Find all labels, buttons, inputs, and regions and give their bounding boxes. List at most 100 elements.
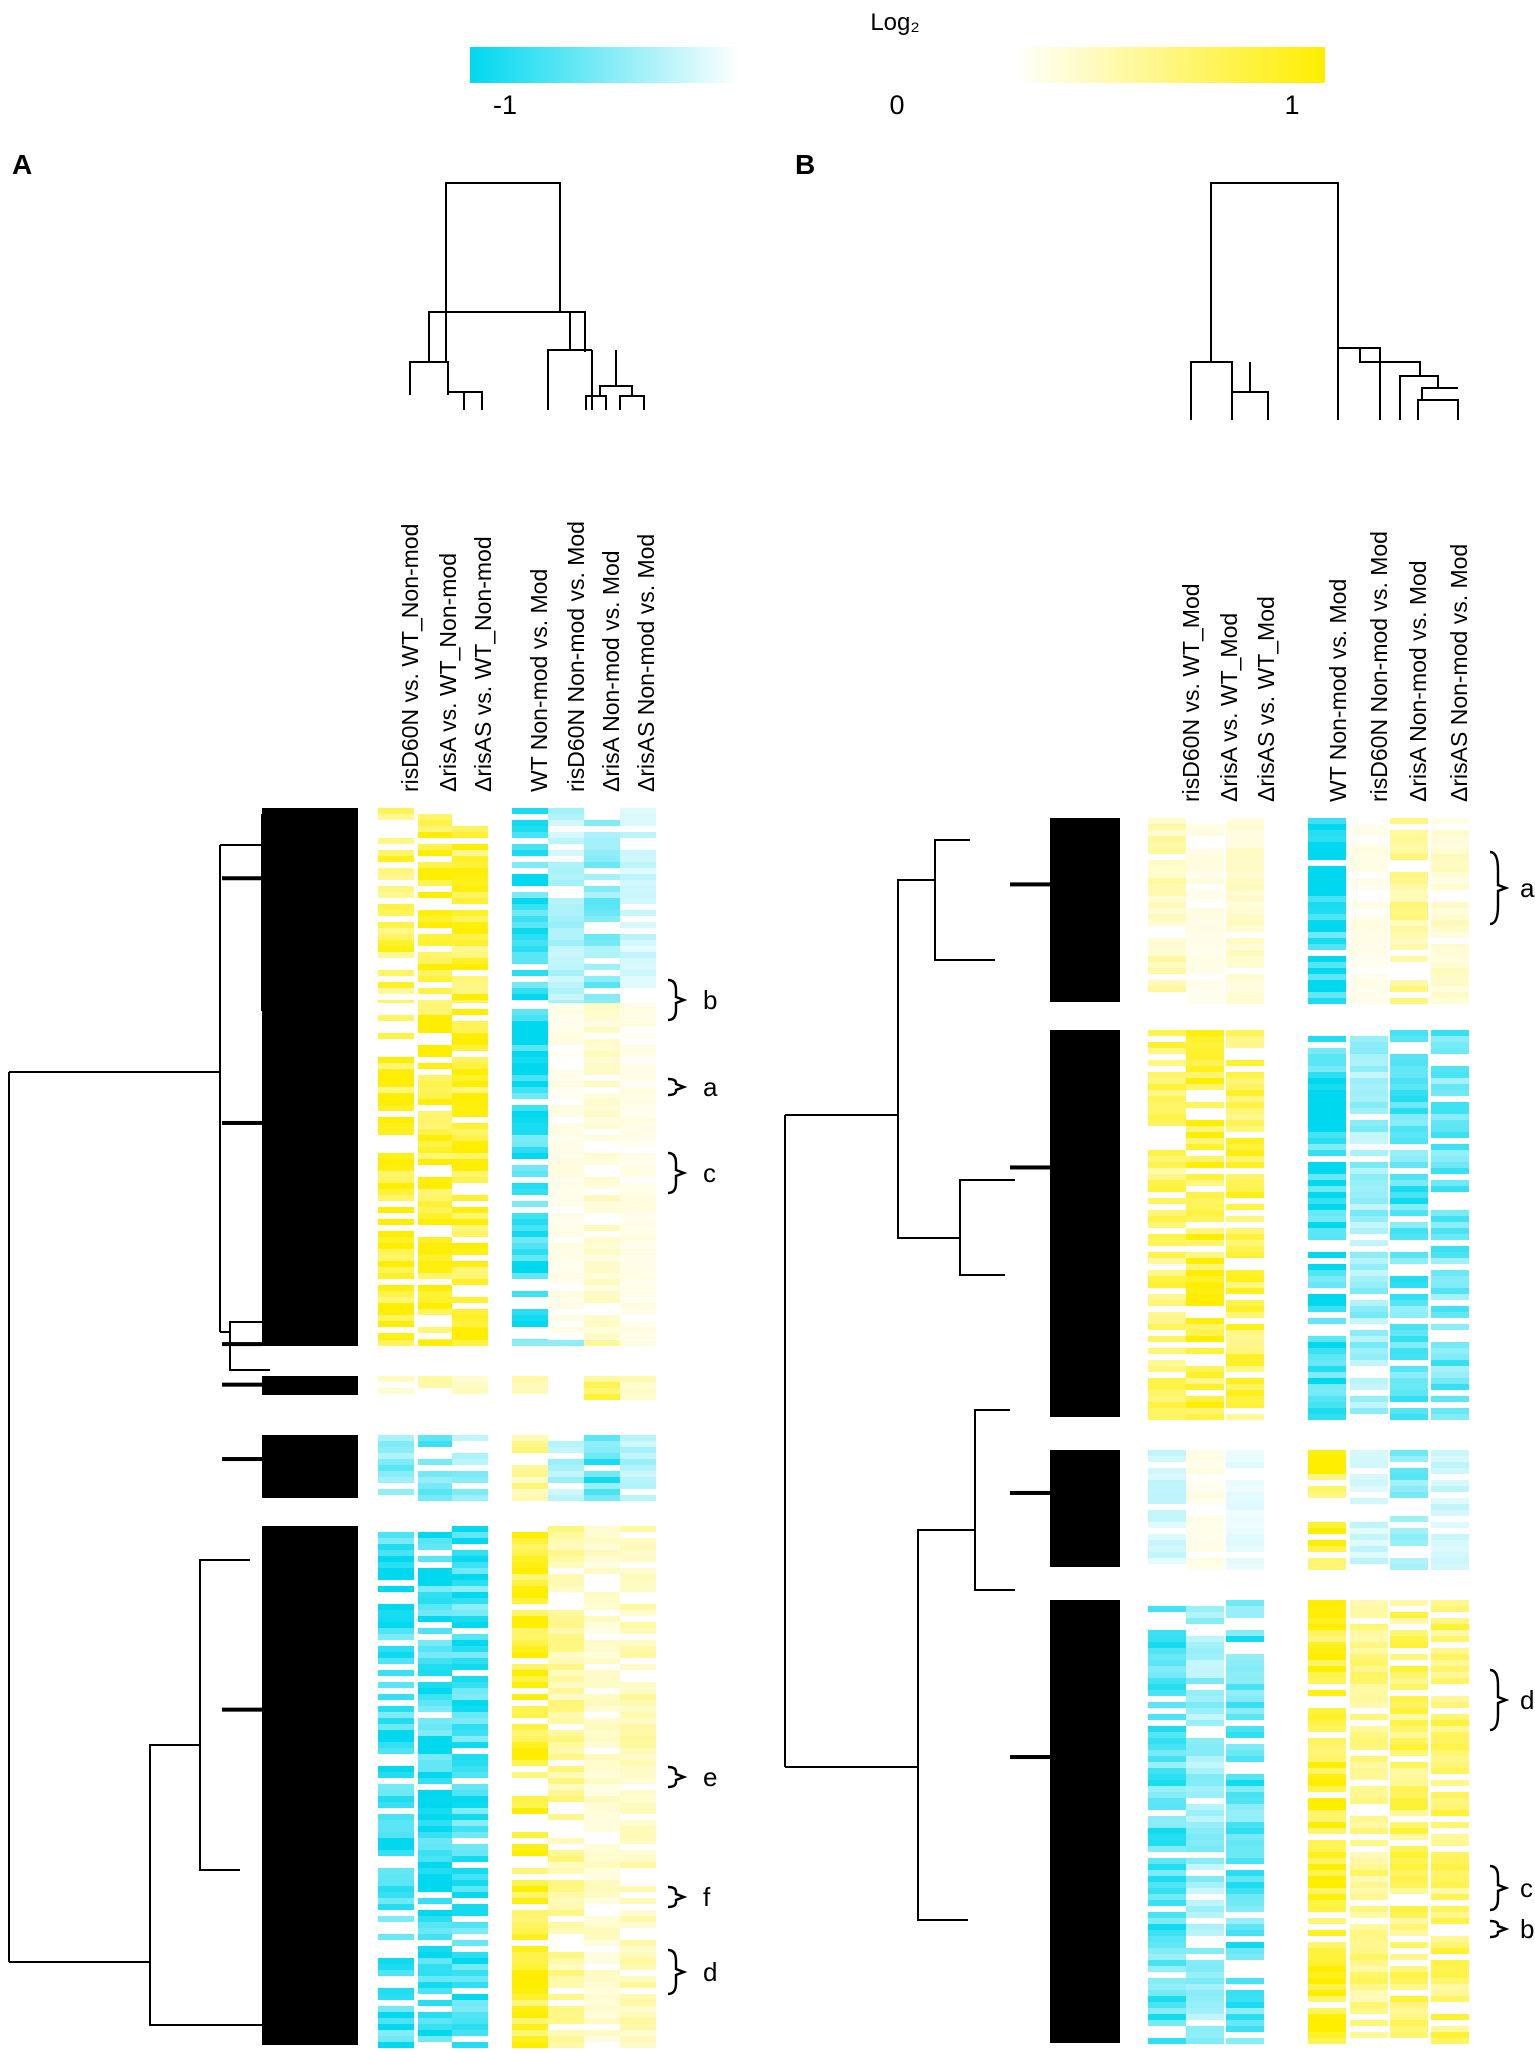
heatmap-cell: [512, 1201, 548, 1207]
heatmap-cell: [1186, 1240, 1224, 1246]
heatmap-cell: [512, 844, 548, 850]
heatmap-cell: [418, 1832, 454, 1838]
heatmap-cell: [1186, 1978, 1224, 1984]
heatmap-cell: [512, 1982, 548, 1988]
heatmap-cell: [452, 1382, 488, 1388]
heatmap-cell: [378, 1838, 414, 1844]
heatmap-cell: [620, 910, 656, 916]
heatmap-cell: [378, 1760, 414, 1766]
heatmap-cell: [548, 1694, 584, 1700]
heatmap-cell: [418, 1315, 454, 1321]
heatmap-cell: [418, 1766, 454, 1772]
heatmap-cell: [1148, 1972, 1186, 1978]
heatmap-cell: [1186, 1534, 1224, 1540]
heatmap-cell: [620, 1712, 656, 1718]
heatmap-cell: [548, 1333, 584, 1339]
heatmap-cell: [378, 1495, 414, 1501]
heatmap-cell: [548, 1958, 584, 1964]
heatmap-cell: [620, 1129, 656, 1135]
heatmap-cell: [452, 1189, 488, 1195]
heatmap-cell: [620, 1940, 656, 1946]
heatmap-cell: [584, 2000, 620, 2006]
heatmap-cell: [1390, 2038, 1428, 2044]
column-label: ΔrisA vs. WT_Non-mod: [435, 553, 461, 792]
heatmap-cell: [1350, 1606, 1388, 1612]
heatmap-cell: [418, 856, 454, 862]
heatmap-cell: [378, 1784, 414, 1790]
heatmap-cell: [584, 1075, 620, 1081]
heatmap-cell: [584, 1856, 620, 1862]
heatmap-cell: [1308, 1342, 1346, 1348]
heatmap-cell: [1431, 1642, 1469, 1648]
heatmap-cell: [1226, 1732, 1264, 1738]
heatmap-cell: [548, 1670, 584, 1676]
heatmap-cell: [548, 880, 584, 886]
heatmap-cell: [1186, 1102, 1224, 1108]
heatmap-cell: [1148, 1054, 1186, 1060]
heatmap-cell: [452, 1544, 488, 1550]
dendrogram-branch: [1010, 1490, 1050, 1495]
heatmap-cell: [418, 1772, 454, 1778]
heatmap-cell: [418, 1105, 454, 1111]
heatmap-cell: [1148, 1498, 1186, 1504]
heatmap-cell: [548, 1682, 584, 1688]
heatmap-cell: [548, 1946, 584, 1952]
heatmap-cell: [620, 1568, 656, 1574]
heatmap-cell: [1148, 818, 1186, 824]
heatmap-cell: [1148, 944, 1186, 950]
heatmap-cell: [1186, 1078, 1224, 1084]
heatmap-cell: [584, 958, 620, 964]
heatmap-cell: [1186, 1054, 1224, 1060]
heatmap-cell: [1308, 1462, 1346, 1468]
heatmap-cell: [512, 1880, 548, 1886]
heatmap-cell: [548, 1279, 584, 1285]
heatmap-cell: [512, 1382, 548, 1388]
heatmap-cell: [1350, 992, 1388, 998]
heatmap-cell: [1350, 1222, 1388, 1228]
heatmap-cell: [378, 1718, 414, 1724]
heatmap-cell: [1308, 1330, 1346, 1336]
heatmap-cell: [378, 886, 414, 892]
heatmap-cell: [452, 1273, 488, 1279]
heatmap-cell: [1308, 968, 1346, 974]
heatmap-cell: [378, 1394, 414, 1400]
heatmap-cell: [1226, 908, 1264, 914]
heatmap-cell: [378, 1171, 414, 1177]
heatmap-cell: [512, 940, 548, 946]
heatmap-cell: [620, 988, 656, 994]
heatmap-cell: [452, 1820, 488, 1826]
heatmap-cell: [1308, 1720, 1346, 1726]
heatmap-cell: [620, 1471, 656, 1477]
heatmap-cell: [452, 1760, 488, 1766]
heatmap-cell: [418, 1760, 454, 1766]
heatmap-cell: [1350, 1054, 1388, 1060]
heatmap-cell: [418, 1556, 454, 1562]
heatmap-cell: [1390, 1486, 1428, 1492]
heatmap-cell: [620, 1910, 656, 1916]
heatmap-cell: [548, 2030, 584, 2036]
heatmap-cell: [452, 1526, 488, 1532]
heatmap-cell: [620, 1141, 656, 1147]
heatmap-cell: [620, 964, 656, 970]
heatmap-cell: [1308, 2038, 1346, 2044]
heatmap-cell: [378, 1796, 414, 1802]
heatmap-cell: [620, 1784, 656, 1790]
heatmap-cell: [584, 1802, 620, 1808]
heatmap-cell: [1350, 848, 1388, 854]
heatmap-cell: [1390, 1522, 1428, 1528]
heatmap-cell: [512, 946, 548, 952]
heatmap-cell: [548, 2012, 584, 2018]
heatmap-cell: [1390, 1696, 1428, 1702]
heatmap-cell: [1226, 1108, 1264, 1114]
heatmap-cell: [452, 1988, 488, 1994]
dendrogram-branch: [222, 1120, 262, 1125]
heatmap-cell: [584, 1027, 620, 1033]
heatmap-cell: [512, 1814, 548, 1820]
heatmap-cell: [584, 1916, 620, 1922]
heatmap-cell: [1308, 1150, 1346, 1156]
heatmap-cell: [378, 1141, 414, 1147]
heatmap-cell: [1431, 1258, 1469, 1264]
heatmap-cell: [452, 976, 488, 982]
heatmap-cell: [1431, 1678, 1469, 1684]
heatmap-cell: [1390, 1864, 1428, 1870]
